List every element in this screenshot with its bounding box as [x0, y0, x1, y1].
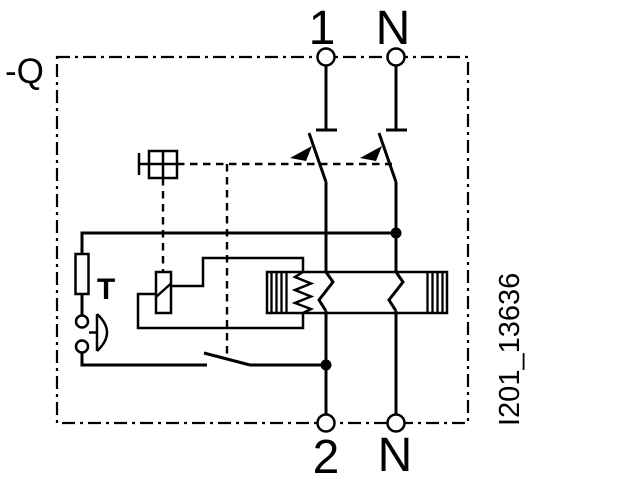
coil-right-wire: [171, 256, 305, 288]
test-circuit: [74, 231, 396, 367]
test-button-contact-bottom: [74, 339, 90, 354]
reference-code-label: I201_13636: [494, 273, 526, 426]
operating-mechanism-icon: [137, 149, 179, 180]
poleN-blade: [377, 132, 398, 183]
device-reference-label: -Q: [5, 52, 44, 91]
ct-secondary-winding: [291, 270, 315, 315]
terminal-n-top: [386, 47, 406, 67]
mechanical-linkage: [161, 162, 392, 356]
push-button-actuator-icon: [89, 313, 109, 352]
enclosure-boundary: [55, 55, 470, 425]
coil-left-wire: [136, 292, 305, 330]
test-contact-blade: [203, 351, 251, 367]
pole1-blade: [307, 132, 328, 183]
pole-switch-1: [290, 65, 337, 415]
pole-switch-n: [360, 65, 407, 415]
test-button-contact-top: [74, 314, 90, 329]
test-button-label: T: [97, 273, 115, 306]
test-resistor: [74, 252, 90, 296]
poleN-release-arrow-icon: [360, 146, 382, 161]
terminal-label-n-bottom: N: [378, 429, 413, 480]
junction-dot: [320, 359, 332, 371]
trip-coil-circuit: [136, 256, 315, 330]
terminal-1-top: [316, 47, 336, 67]
pole1-release-arrow-icon: [290, 146, 312, 161]
terminal-2-bottom: [316, 413, 336, 433]
terminals: [316, 47, 406, 433]
ct-core-hatch-right: [426, 272, 444, 313]
test-feed-wire: [80, 231, 396, 254]
poleN-ct-pass: [387, 271, 405, 312]
ct-core-hatch-left: [270, 272, 288, 313]
actuator-arc: [96, 313, 109, 352]
terminal-label-n-top: N: [376, 2, 411, 55]
test-return-wire: [80, 352, 207, 367]
trip-coil: [154, 270, 173, 315]
trip-coil-diagonal: [155, 282, 172, 298]
terminal-n-bottom: [386, 413, 406, 433]
terminal-label-1: 1: [309, 2, 336, 55]
ct-core: [265, 270, 449, 315]
pole1-ct-pass: [317, 271, 335, 312]
terminal-label-2: 2: [313, 431, 340, 480]
junction-dot: [390, 227, 402, 239]
current-transformer: [265, 270, 449, 315]
